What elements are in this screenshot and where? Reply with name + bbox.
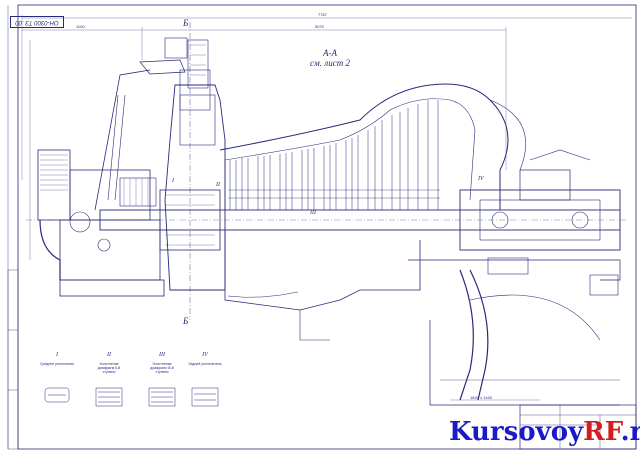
watermark-accent: RF [583,417,621,447]
dim-overall: 7767 [318,12,327,17]
title-block [519,404,637,450]
detail-numeral-2: II [107,352,111,358]
watermark-suffix: .ru [620,417,640,447]
stage-label-3: III [310,210,316,216]
cut-label-top: Б [183,18,189,28]
detail-caption-1: Среднее уплотнение [39,362,75,366]
detail-numeral-3: III [159,352,165,358]
detail-numeral-4: IV [202,352,208,358]
section-reference: А-А [323,48,337,58]
dim-left-span: 1100 [76,24,85,29]
document-code-stamp: ОН-0300 ТЗ .00 [10,16,64,28]
watermark-main: Kursovoy [449,417,584,447]
casing-profile [219,83,509,210]
left-margin-strip [7,269,19,450]
detail-numeral-1: I [56,352,58,358]
stage-label-1: I [172,178,174,184]
detail-views-outline [44,387,219,407]
stage-label-4: IV [478,176,484,182]
detail-caption-4: Задний уплотнитель [188,362,222,366]
detail-caption-2: Уплотнение диафрагм II-й ступени [97,362,121,374]
section-sheet-reference: см. лист 2 [310,58,350,68]
exhaust-pipe [459,269,474,401]
dim-bottom-span: 1820 ± 1160 [470,395,492,400]
frame-border [17,4,637,450]
dim-mid-span: 5070 [315,24,324,29]
kursovoyrf-watermark: KursovoyRF.ru [449,417,640,447]
detail-caption-3: Уплотнение диафрагм III-й ступени [150,362,174,374]
cut-label-bottom: Б [183,316,189,326]
blade-rows [229,100,439,210]
stage-label-2: II [216,182,220,188]
